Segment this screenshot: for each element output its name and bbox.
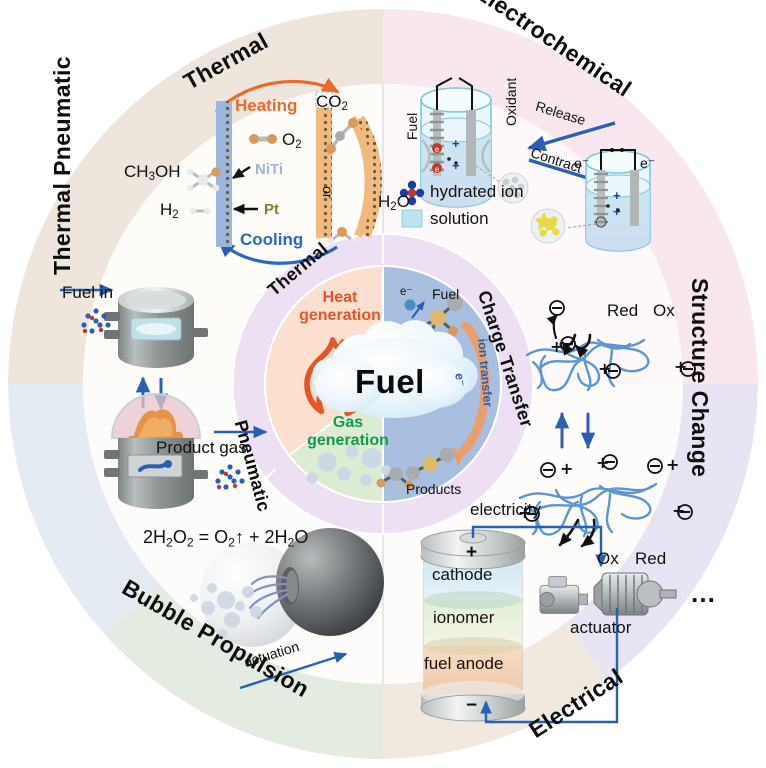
gas-generation-label: Gas generation [294, 414, 402, 450]
reactor-top [104, 287, 208, 368]
cathode-label: cathode [432, 565, 493, 584]
electricity-label: electricity [470, 500, 541, 519]
ionomer-label: ionomer [433, 608, 495, 627]
charge-electron-arrow-label: e⁻ [452, 372, 468, 388]
motor-actuator [593, 572, 677, 616]
svg-text:+: + [560, 459, 573, 478]
svg-text:+: + [672, 501, 685, 520]
svg-text:+: + [596, 453, 609, 472]
svg-text:+: + [598, 359, 611, 378]
pt-label: Pt [264, 201, 279, 218]
co2-molecule [326, 118, 358, 154]
reactor-bottom [104, 393, 208, 509]
heating-label: Heating [235, 96, 298, 115]
legend-hydrated-ion-label: hydrated ion [430, 182, 524, 201]
ion-cluster-product-gas [215, 464, 245, 490]
electrochem-fuel-label: Fuel [404, 112, 420, 140]
h2o-label: H2O [378, 192, 410, 214]
ion-cluster-right [530, 208, 566, 244]
co2-label: CO2 [316, 92, 348, 114]
ion-cluster-left [497, 172, 529, 204]
legend-solution-label: solution [430, 209, 489, 228]
outer-label-thermal-pneumatic[interactable]: Thermal Pneumatic [49, 56, 75, 275]
heat-gen-line1: Heat [322, 289, 358, 306]
svg-text:+: + [518, 503, 531, 522]
electrochem-electron-right: e⁻ [640, 155, 656, 171]
or-label: or [320, 186, 336, 199]
methanol-label: CH3OH [124, 162, 181, 184]
charge-transfer-graphic [376, 295, 490, 490]
thermal-pneumatic-graphic [60, 283, 268, 509]
battery [420, 529, 526, 722]
core-fuel-label: Fuel [355, 363, 425, 400]
structure-ox-bottom: Ox [597, 549, 619, 568]
product-gas-label: Product gas [156, 438, 247, 457]
outer-label-structure-change[interactable]: Structure Change [687, 278, 713, 478]
svg-text:+: + [452, 158, 460, 173]
hydrated-ion-icon [399, 180, 425, 206]
heat-generation-label: Heat generation [286, 289, 394, 325]
niti-label: NiTi [255, 161, 284, 178]
outer-seg-bubble-propulsion[interactable] [104, 583, 384, 759]
electrochemical-graphic: e e + + [399, 77, 651, 252]
svg-text:+: + [550, 337, 563, 356]
gas-gen-line1: Gas [332, 414, 364, 431]
o2-molecule [249, 134, 277, 144]
outer-ring [8, 9, 758, 759]
structure-ox-top: Ox [653, 301, 675, 320]
fuel-in-label: Fuel in [62, 283, 114, 302]
charge-electron-label: e⁻ [400, 286, 413, 298]
o2-label: O2 [282, 130, 302, 152]
electrical-ellipsis: … [690, 578, 718, 608]
structure-red-top: Red [607, 301, 639, 320]
charge-minus [524, 300, 696, 522]
svg-text:+: + [452, 136, 460, 151]
svg-text:e: e [435, 145, 440, 154]
solution-swatch [401, 209, 423, 228]
outer-seg-thermal-pneumatic[interactable] [8, 384, 160, 634]
electrical-graphic [420, 525, 677, 724]
outer-seg-electrochemical-shape[interactable] [383, 9, 758, 384]
gas-gen-line2: generation [307, 431, 389, 449]
bubbles-trail [190, 583, 262, 639]
core-sector-gas[interactable] [289, 384, 384, 502]
fuel-anode-label: fuel anode [424, 654, 504, 673]
heat-gen-line2: generation [299, 306, 381, 324]
bubble-equation: 2H2O2 = O2↑ + 2H2O [143, 527, 309, 550]
bubble-propulsion-graphic [190, 528, 384, 690]
h2-molecule [189, 207, 211, 215]
charge-fuel-label: Fuel [432, 286, 460, 302]
actuator-label: actuator [570, 618, 632, 637]
h2-label: H2 [160, 200, 179, 222]
h2o-molecule [327, 227, 357, 245]
svg-text:+: + [613, 188, 621, 203]
svg-text:e: e [435, 165, 440, 174]
thermal-graphic [186, 77, 382, 265]
battery-plus: + [466, 542, 478, 563]
structure-red-bottom: Red [635, 549, 667, 568]
fuel-cloud [312, 320, 478, 418]
charge-plus: + + + + + + + + [518, 337, 687, 522]
outer-seg-thermal[interactable] [8, 9, 383, 384]
battery-minus: − [466, 695, 478, 716]
electrochem-electron-left: e⁻ [574, 155, 590, 171]
bubbles-icon [306, 444, 391, 486]
svg-text:+: + [613, 204, 621, 219]
ion-cluster-fuel-in [81, 308, 111, 334]
beaker-right: + + [530, 148, 651, 252]
charge-products-label: Products [406, 481, 462, 497]
svg-text:+: + [666, 455, 679, 474]
beaker-left: e e + + [420, 77, 529, 208]
electrochem-oxidant-label: Oxidant [503, 77, 519, 126]
structure-change-graphic: + + + + + + + + [518, 300, 696, 548]
cooling-label: Cooling [240, 230, 304, 249]
motor-secondary [539, 576, 588, 614]
svg-text:+: + [674, 357, 687, 376]
methanol-molecule [186, 167, 221, 192]
